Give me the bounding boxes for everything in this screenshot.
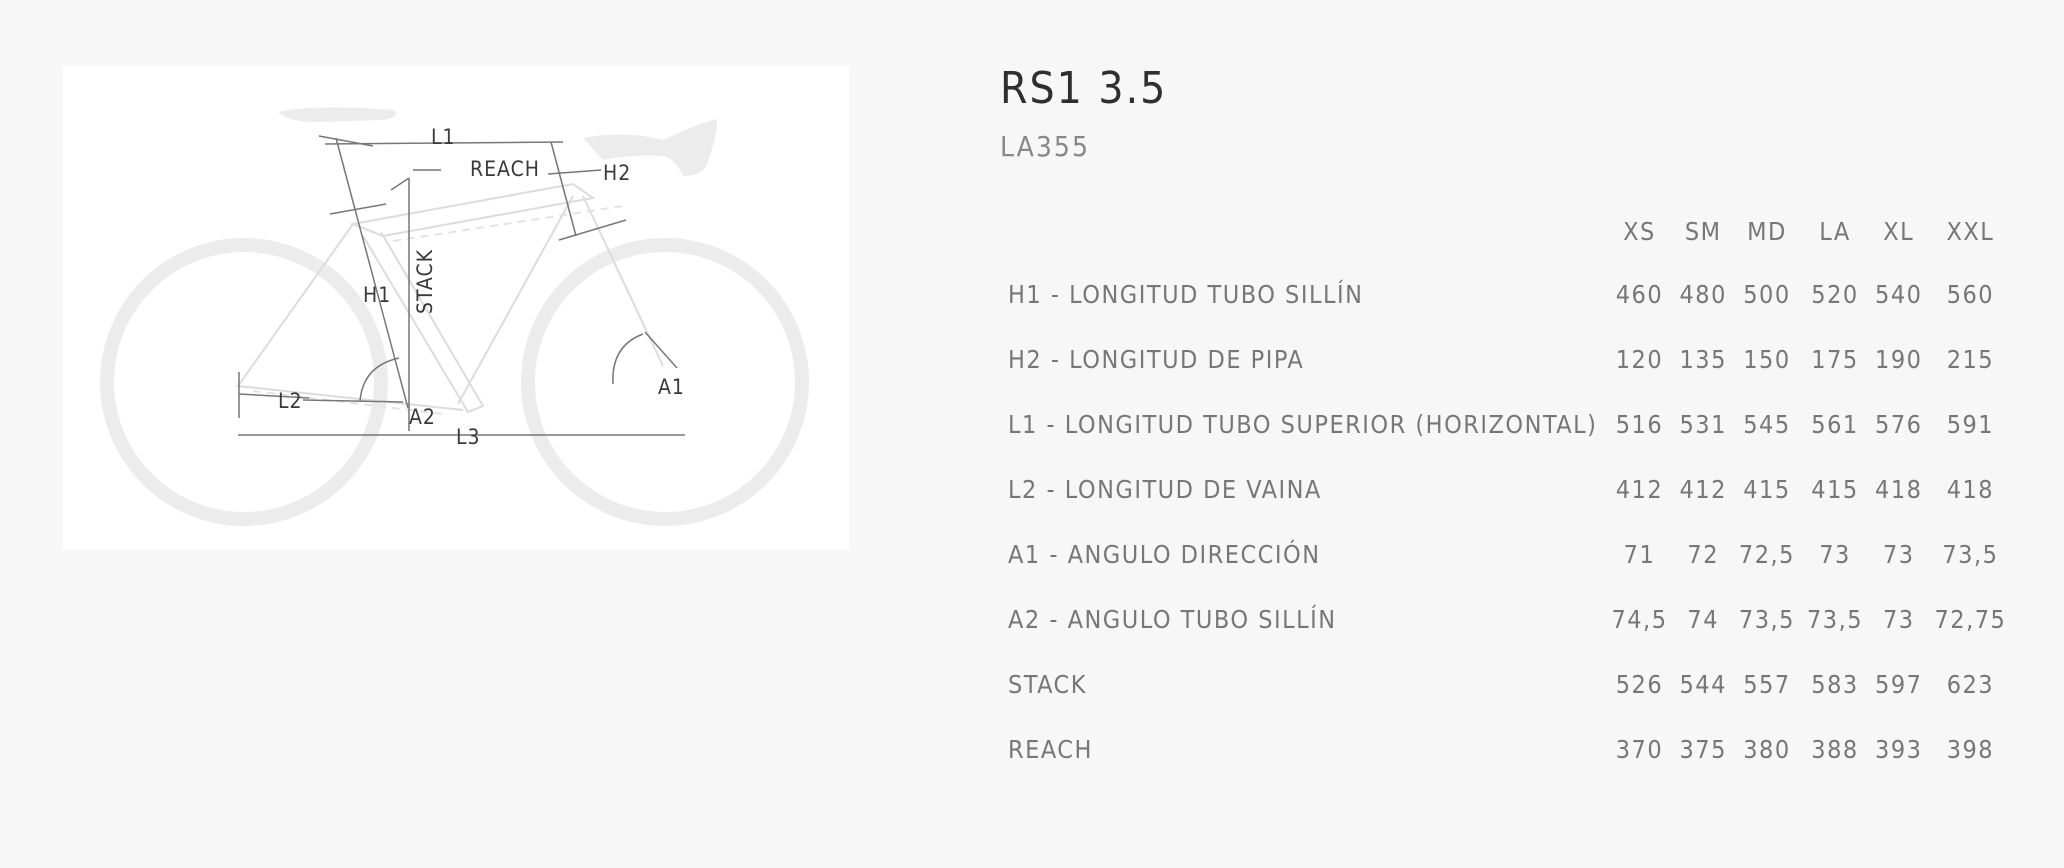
cell-value: 576	[1875, 410, 1923, 439]
cell-value: 412	[1615, 475, 1664, 504]
cell-value: 398	[1946, 735, 1995, 764]
cell-value: 557	[1743, 670, 1791, 699]
cell-value: 516	[1615, 410, 1664, 439]
cell-value: 583	[1811, 670, 1859, 699]
cell-value: 531	[1679, 410, 1727, 439]
table-row: STACK 526 544 557 583 597 623	[1000, 652, 2012, 717]
cell-value: 72	[1687, 540, 1720, 569]
cell-value: 545	[1743, 410, 1791, 439]
geometry-diagram: L1 REACH H2 STACK H1 L2 A2 L3 A1	[63, 66, 849, 549]
label-stack: STACK	[413, 249, 437, 314]
cell-value: 215	[1946, 345, 1995, 374]
table-row: H1 - LONGITUD TUBO SILLÍN 460 480 500 52…	[1000, 262, 2012, 327]
cell-value: 72,5	[1738, 540, 1795, 569]
row-label: L1 - LONGITUD TUBO SUPERIOR (HORIZONTAL)	[1008, 410, 1598, 439]
cell-value: 73,5	[1738, 605, 1795, 634]
table-header-row: XS SM MD LA XL XXL	[1000, 200, 2012, 262]
cell-value: 74,5	[1611, 605, 1668, 634]
cell-value: 560	[1946, 280, 1995, 309]
table-row: REACH 370 375 380 388 393 398	[1000, 717, 2012, 782]
cell-value: 460	[1615, 280, 1664, 309]
cell-value: 480	[1679, 280, 1727, 309]
size-header: XL	[1883, 216, 1915, 246]
cell-value: 190	[1875, 345, 1923, 374]
cell-value: 370	[1615, 735, 1664, 764]
cell-value: 418	[1875, 475, 1923, 504]
cell-value: 388	[1811, 735, 1859, 764]
cell-value: 73	[1819, 540, 1851, 569]
cell-value: 120	[1615, 345, 1664, 374]
cell-value: 150	[1743, 345, 1791, 374]
cell-value: 597	[1875, 670, 1923, 699]
cell-value: 135	[1679, 345, 1727, 374]
product-info: RS1 3.5 LA355	[1000, 62, 1167, 164]
bike-geometry-illustration: L1 REACH H2 STACK H1 L2 A2 L3 A1	[100, 107, 809, 526]
cell-value: 412	[1679, 475, 1727, 504]
product-subtitle: LA355	[1000, 130, 1090, 163]
label-a1: A1	[658, 375, 685, 399]
cell-value: 415	[1811, 475, 1859, 504]
label-reach: REACH	[470, 157, 540, 181]
cell-value: 71	[1623, 540, 1656, 569]
size-header: SM	[1684, 216, 1722, 246]
table-row: L2 - LONGITUD DE VAINA 412 412 415 415 4…	[1000, 457, 2012, 522]
row-label: L2 - LONGITUD DE VAINA	[1008, 475, 1322, 504]
cell-value: 380	[1743, 735, 1791, 764]
cell-value: 73,5	[1942, 540, 1999, 569]
cell-value: 544	[1679, 670, 1727, 699]
cell-value: 623	[1946, 670, 1995, 699]
cell-value: 175	[1811, 345, 1859, 374]
label-l1: L1	[431, 125, 456, 149]
row-label: H2 - LONGITUD DE PIPA	[1008, 345, 1305, 374]
label-l3: L3	[456, 425, 481, 449]
size-header: MD	[1747, 216, 1787, 246]
cell-value: 526	[1615, 670, 1664, 699]
size-header: LA	[1819, 216, 1851, 246]
row-label: H1 - LONGITUD TUBO SILLÍN	[1008, 280, 1364, 309]
product-title: RS1 3.5	[1000, 63, 1168, 114]
size-header: XS	[1623, 216, 1656, 246]
cell-value: 520	[1811, 280, 1859, 309]
cell-value: 73	[1882, 540, 1915, 569]
cell-value: 561	[1811, 410, 1859, 439]
cell-value: 591	[1946, 410, 1995, 439]
cell-value: 540	[1875, 280, 1923, 309]
label-h2: H2	[603, 161, 631, 185]
geometry-table: XS SM MD LA XL XXL H1 - LONGITUD TUBO SI…	[1000, 200, 2012, 782]
cell-value: 74	[1687, 605, 1720, 634]
table-row: L1 - LONGITUD TUBO SUPERIOR (HORIZONTAL)…	[1000, 392, 2012, 457]
label-a2: A2	[409, 405, 436, 429]
table-row: A2 - ANGULO TUBO SILLÍN 74,5 74 73,5 73,…	[1000, 587, 2012, 652]
row-label: A2 - ANGULO TUBO SILLÍN	[1008, 605, 1337, 634]
label-l2: L2	[278, 389, 303, 413]
cell-value: 415	[1743, 475, 1791, 504]
saddle-shape	[278, 107, 397, 122]
row-label: A1 - ANGULO DIRECCIÓN	[1008, 540, 1321, 569]
front-wheel	[521, 238, 809, 526]
cell-value: 418	[1946, 475, 1995, 504]
handlebar-shape	[583, 119, 717, 176]
size-header: XXL	[1946, 216, 1995, 246]
row-label: REACH	[1008, 735, 1093, 764]
cell-value: 73,5	[1806, 605, 1864, 634]
cell-value: 393	[1875, 735, 1923, 764]
cell-value: 500	[1743, 280, 1791, 309]
row-label: STACK	[1008, 670, 1087, 699]
table-row: A1 - ANGULO DIRECCIÓN 71 72 72,5 73 73 7…	[1000, 522, 2012, 587]
cell-value: 375	[1679, 735, 1727, 764]
cell-value: 72,75	[1934, 605, 2007, 634]
table-header-blank	[1000, 200, 1605, 262]
label-h1: H1	[363, 283, 391, 307]
cell-value: 73	[1882, 605, 1915, 634]
rear-wheel	[100, 238, 388, 526]
table-row: H2 - LONGITUD DE PIPA 120 135 150 175 19…	[1000, 327, 2012, 392]
